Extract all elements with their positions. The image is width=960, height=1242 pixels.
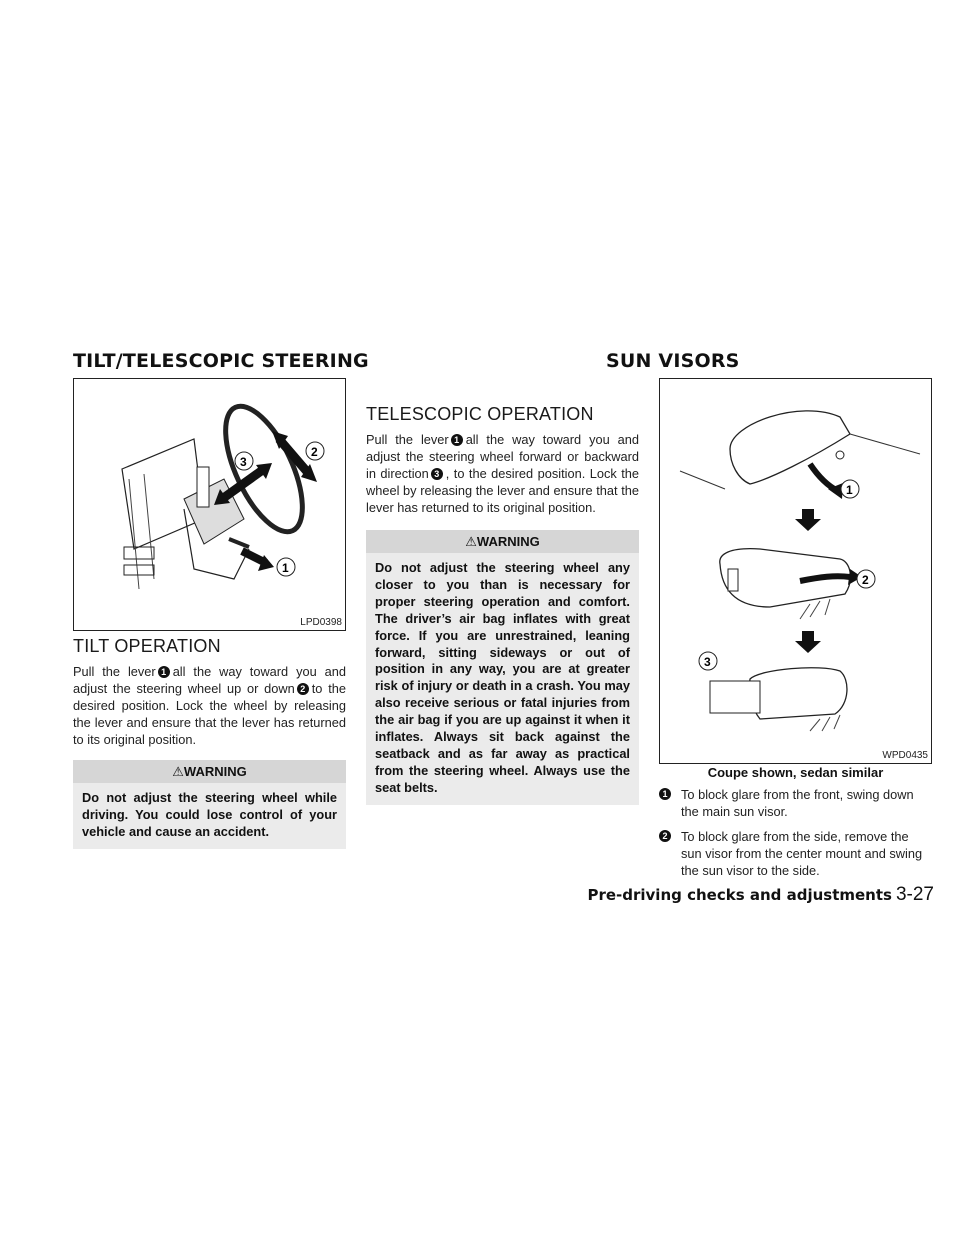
sun-visor-drawing: 1 2 3 [679,410,921,732]
page-number: 3-27 [895,884,934,905]
callout-ref-1: 1 [450,434,463,446]
warning-icon: ⚠ [172,764,184,779]
tilt-text-a: Pull the lever [73,664,156,679]
tilt-heading: TILT OPERATION [73,636,221,656]
chapter-title: Pre-driving checks and adjustments [587,886,892,904]
callout-2: 2 [311,445,318,459]
telescopic-text-c: , to the desired position. Lock the whee… [366,466,639,515]
step-text: To block glare from the front, swing dow… [681,787,914,819]
callout-ref-1: 1 [157,666,170,678]
telescopic-warning: ⚠WARNING Do not adjust the steering whee… [366,530,639,805]
callout-1: 1 [282,561,289,575]
figure-code: LPD0398 [300,617,342,628]
visor-steps: 1 To block glare from the front, swing d… [659,786,932,879]
warning-label: WARNING [476,534,540,549]
telescopic-text-a: Pull the lever [366,432,449,447]
warning-text: Do not adjust the steering wheel while d… [82,790,337,839]
list-item: 2 To block glare from the side, remove t… [659,828,932,879]
telescopic-heading: TELESCOPIC OPERATION [366,404,594,424]
figure-code: WPD0435 [882,750,928,761]
steering-drawing: 2 3 1 [121,403,325,590]
tilt-text-b: all the way toward you and adjust the st… [73,664,346,696]
callout-ref-2: 2 [659,830,671,842]
sun-visor-section: Coupe shown, sedan similar 1 To block gl… [659,765,932,879]
callout-ref-3: 3 [430,468,443,480]
callout-3: 3 [704,655,711,669]
warning-header: ⚠WARNING [73,760,346,783]
section-title-sun-visors: SUN VISORS [606,350,740,372]
callout-1: 1 [846,483,853,497]
warning-text: Do not adjust the steering wheel any clo… [375,560,630,795]
step-text: To block glare from the side, remove the… [681,829,923,878]
warning-label: WARNING [183,764,247,779]
sun-visor-illustration: 1 2 3 WPD0435 [659,378,932,764]
tilt-warning: ⚠WARNING Do not adjust the steering whee… [73,760,346,849]
steering-illustration: 2 3 1 LPD0398 [73,378,346,631]
callout-ref-1: 1 [659,788,671,800]
callout-ref-2: 2 [296,683,309,695]
warning-header: ⚠WARNING [366,530,639,553]
telescopic-text-b: all the way toward you and adjust the st… [366,432,639,481]
tilt-text-c: to the desired position. Lock the wheel … [73,681,346,747]
callout-2: 2 [862,573,869,587]
list-item: 1 To block glare from the front, swing d… [659,786,932,820]
warning-icon: ⚠ [465,534,477,549]
section-title-steering: TILT/TELESCOPIC STEERING [73,350,369,372]
callout-3: 3 [240,455,247,469]
figure-caption: Coupe shown, sedan similar [707,765,884,780]
